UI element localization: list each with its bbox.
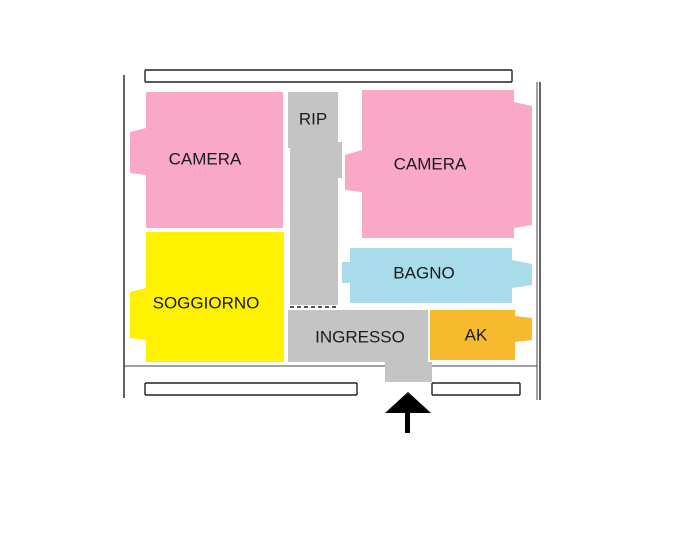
entrance-arrow-icon [385, 392, 431, 433]
room-soggiorno-label: SOGGIORNO [153, 293, 260, 312]
room-camera-left-area [130, 92, 283, 228]
room-camera-left[interactable]: CAMERA [130, 92, 283, 228]
room-rip-label: RIP [299, 109, 327, 128]
room-ingresso-area [288, 310, 432, 382]
room-rip[interactable]: RIP [288, 92, 342, 305]
room-bagno[interactable]: BAGNO [342, 248, 532, 303]
room-ak-area [430, 310, 532, 360]
room-soggiorno-area [130, 232, 284, 362]
room-camera-right-label: CAMERA [394, 154, 467, 173]
room-ingresso[interactable]: INGRESSO [288, 310, 432, 382]
room-ak-label: AK [465, 325, 488, 344]
room-camera-left-label: CAMERA [169, 149, 242, 168]
outer-walls [123, 69, 541, 400]
room-camera-right[interactable]: CAMERA [345, 90, 532, 238]
room-rip-area [288, 92, 342, 305]
room-bagno-area [342, 248, 532, 303]
room-ingresso-label: INGRESSO [315, 327, 405, 346]
room-ak[interactable]: AK [430, 310, 532, 360]
room-soggiorno[interactable]: SOGGIORNO [130, 232, 284, 362]
room-camera-right-area [345, 90, 532, 238]
room-bagno-label: BAGNO [393, 263, 454, 282]
